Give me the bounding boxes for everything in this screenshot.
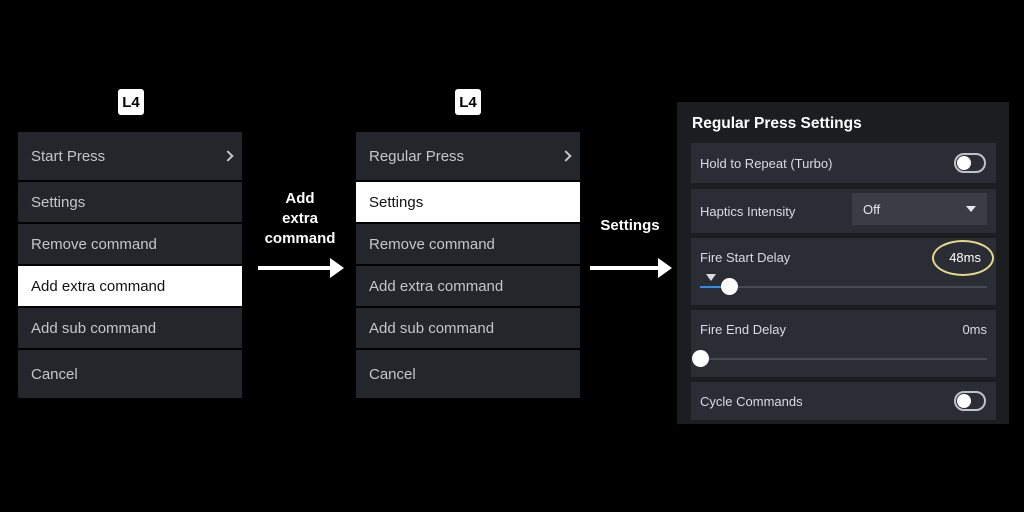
menu-item-remove-command[interactable]: Remove command — [356, 224, 580, 264]
arrow-right-icon — [590, 258, 672, 278]
menu-item-label: Add sub command — [31, 319, 157, 337]
menu-item-cancel[interactable]: Cancel — [18, 350, 242, 398]
menu-item-settings[interactable]: Settings — [18, 182, 242, 222]
menu-item-label: Settings — [369, 193, 424, 211]
fire-end-delay-row: Fire End Delay 0ms — [691, 310, 996, 377]
highlight-circle — [932, 240, 994, 276]
caret-down-icon — [966, 206, 976, 212]
menu-item-settings[interactable]: Settings — [356, 182, 580, 222]
fire-start-delay-fill — [700, 286, 729, 288]
fire-start-delay-value: 48ms — [949, 250, 981, 265]
panel-title: Regular Press Settings — [692, 115, 862, 132]
menu-item-label: Regular Press — [369, 147, 465, 165]
menu-item-label: Add extra command — [31, 277, 166, 295]
fire-start-delay-label: Fire Start Delay — [700, 250, 791, 265]
chevron-right-icon — [560, 150, 572, 162]
haptics-intensity-row: Haptics Intensity Off — [691, 189, 996, 233]
arrow-label-add-extra-command: Add extra command — [264, 190, 336, 247]
fire-end-delay-track[interactable] — [692, 350, 987, 367]
haptics-intensity-dropdown[interactable]: Off — [852, 193, 987, 225]
menu-item-label: Add sub command — [369, 319, 495, 337]
fire-start-delay-slider-thumb[interactable] — [720, 278, 738, 295]
menu-item-add-sub-command[interactable]: Add sub command — [18, 308, 242, 348]
menu-item-add-extra-command[interactable]: Add extra command — [18, 266, 242, 306]
menu-item-label: Remove command — [31, 235, 157, 253]
menu-item-label: Add extra command — [369, 277, 504, 295]
fire-end-delay-slider-thumb[interactable] — [692, 350, 709, 367]
hold-to-repeat-toggle[interactable] — [954, 153, 986, 173]
menu-item-label: Cancel — [31, 365, 78, 383]
arrow-right-icon — [258, 258, 344, 278]
cycle-commands-row: Cycle Commands — [691, 382, 996, 420]
menu-item-add-extra-command[interactable]: Add extra command — [356, 266, 580, 306]
l4-badge-middle: L4 — [455, 89, 481, 115]
fire-start-delay-row: Fire Start Delay 48ms — [691, 238, 996, 305]
fire-start-delay-track[interactable] — [700, 278, 987, 295]
dropdown-value: Off — [863, 201, 881, 217]
arrow-label-settings: Settings — [600, 217, 660, 234]
menu-item-remove-command[interactable]: Remove command — [18, 224, 242, 264]
menu-item-start-press[interactable]: Start Press — [18, 132, 242, 180]
menu-item-label: Start Press — [31, 147, 106, 165]
menu-item-label: Cancel — [369, 365, 416, 383]
chevron-right-icon — [222, 150, 234, 162]
fire-end-delay-value: 0ms — [962, 322, 987, 337]
context-menu-middle: Regular Press Settings Remove command Ad… — [356, 132, 580, 400]
menu-item-label: Remove command — [369, 235, 495, 253]
default-marker-icon — [706, 274, 716, 281]
menu-item-regular-press[interactable]: Regular Press — [356, 132, 580, 180]
fire-end-delay-label: Fire End Delay — [700, 322, 786, 337]
menu-item-add-sub-command[interactable]: Add sub command — [356, 308, 580, 348]
menu-item-label: Settings — [31, 193, 86, 211]
context-menu-left: Start Press Settings Remove command Add … — [18, 132, 242, 400]
regular-press-settings-panel: Regular Press Settings Hold to Repeat (T… — [677, 102, 1009, 424]
cycle-commands-toggle[interactable] — [954, 391, 986, 411]
l4-badge-left: L4 — [118, 89, 144, 115]
cycle-commands-label: Cycle Commands — [700, 394, 803, 409]
hold-to-repeat-row: Hold to Repeat (Turbo) — [691, 143, 996, 183]
hold-to-repeat-label: Hold to Repeat (Turbo) — [700, 156, 833, 171]
menu-item-cancel[interactable]: Cancel — [356, 350, 580, 398]
haptics-intensity-label: Haptics Intensity — [700, 204, 796, 219]
